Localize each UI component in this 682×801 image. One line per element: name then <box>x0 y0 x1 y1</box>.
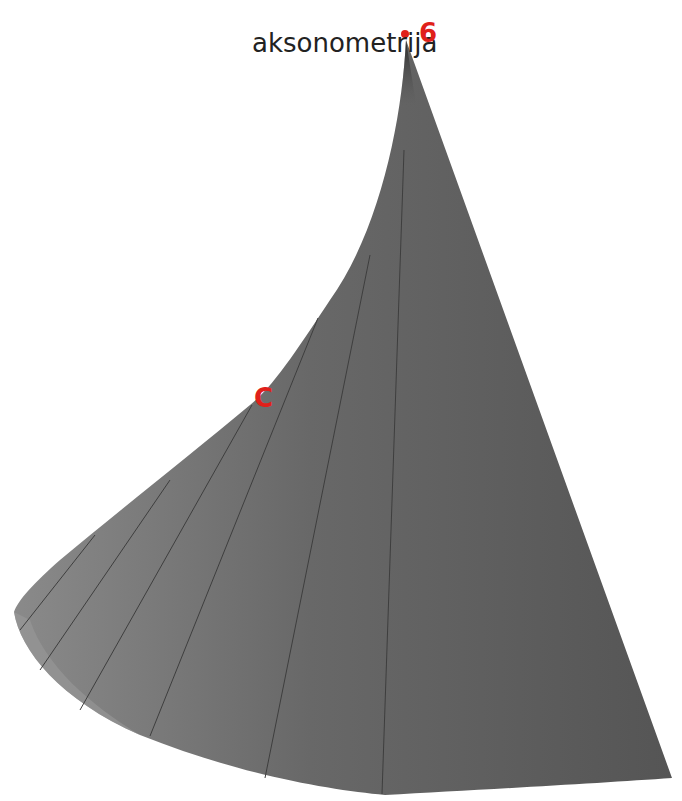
point-letter: C <box>254 385 273 411</box>
ruling-lines <box>20 150 404 794</box>
surface <box>14 40 672 795</box>
view-title: aksonometrija <box>252 30 437 56</box>
point-number: 6 <box>419 20 437 46</box>
lip-highlight <box>14 612 140 735</box>
apex-shadow <box>330 40 420 300</box>
